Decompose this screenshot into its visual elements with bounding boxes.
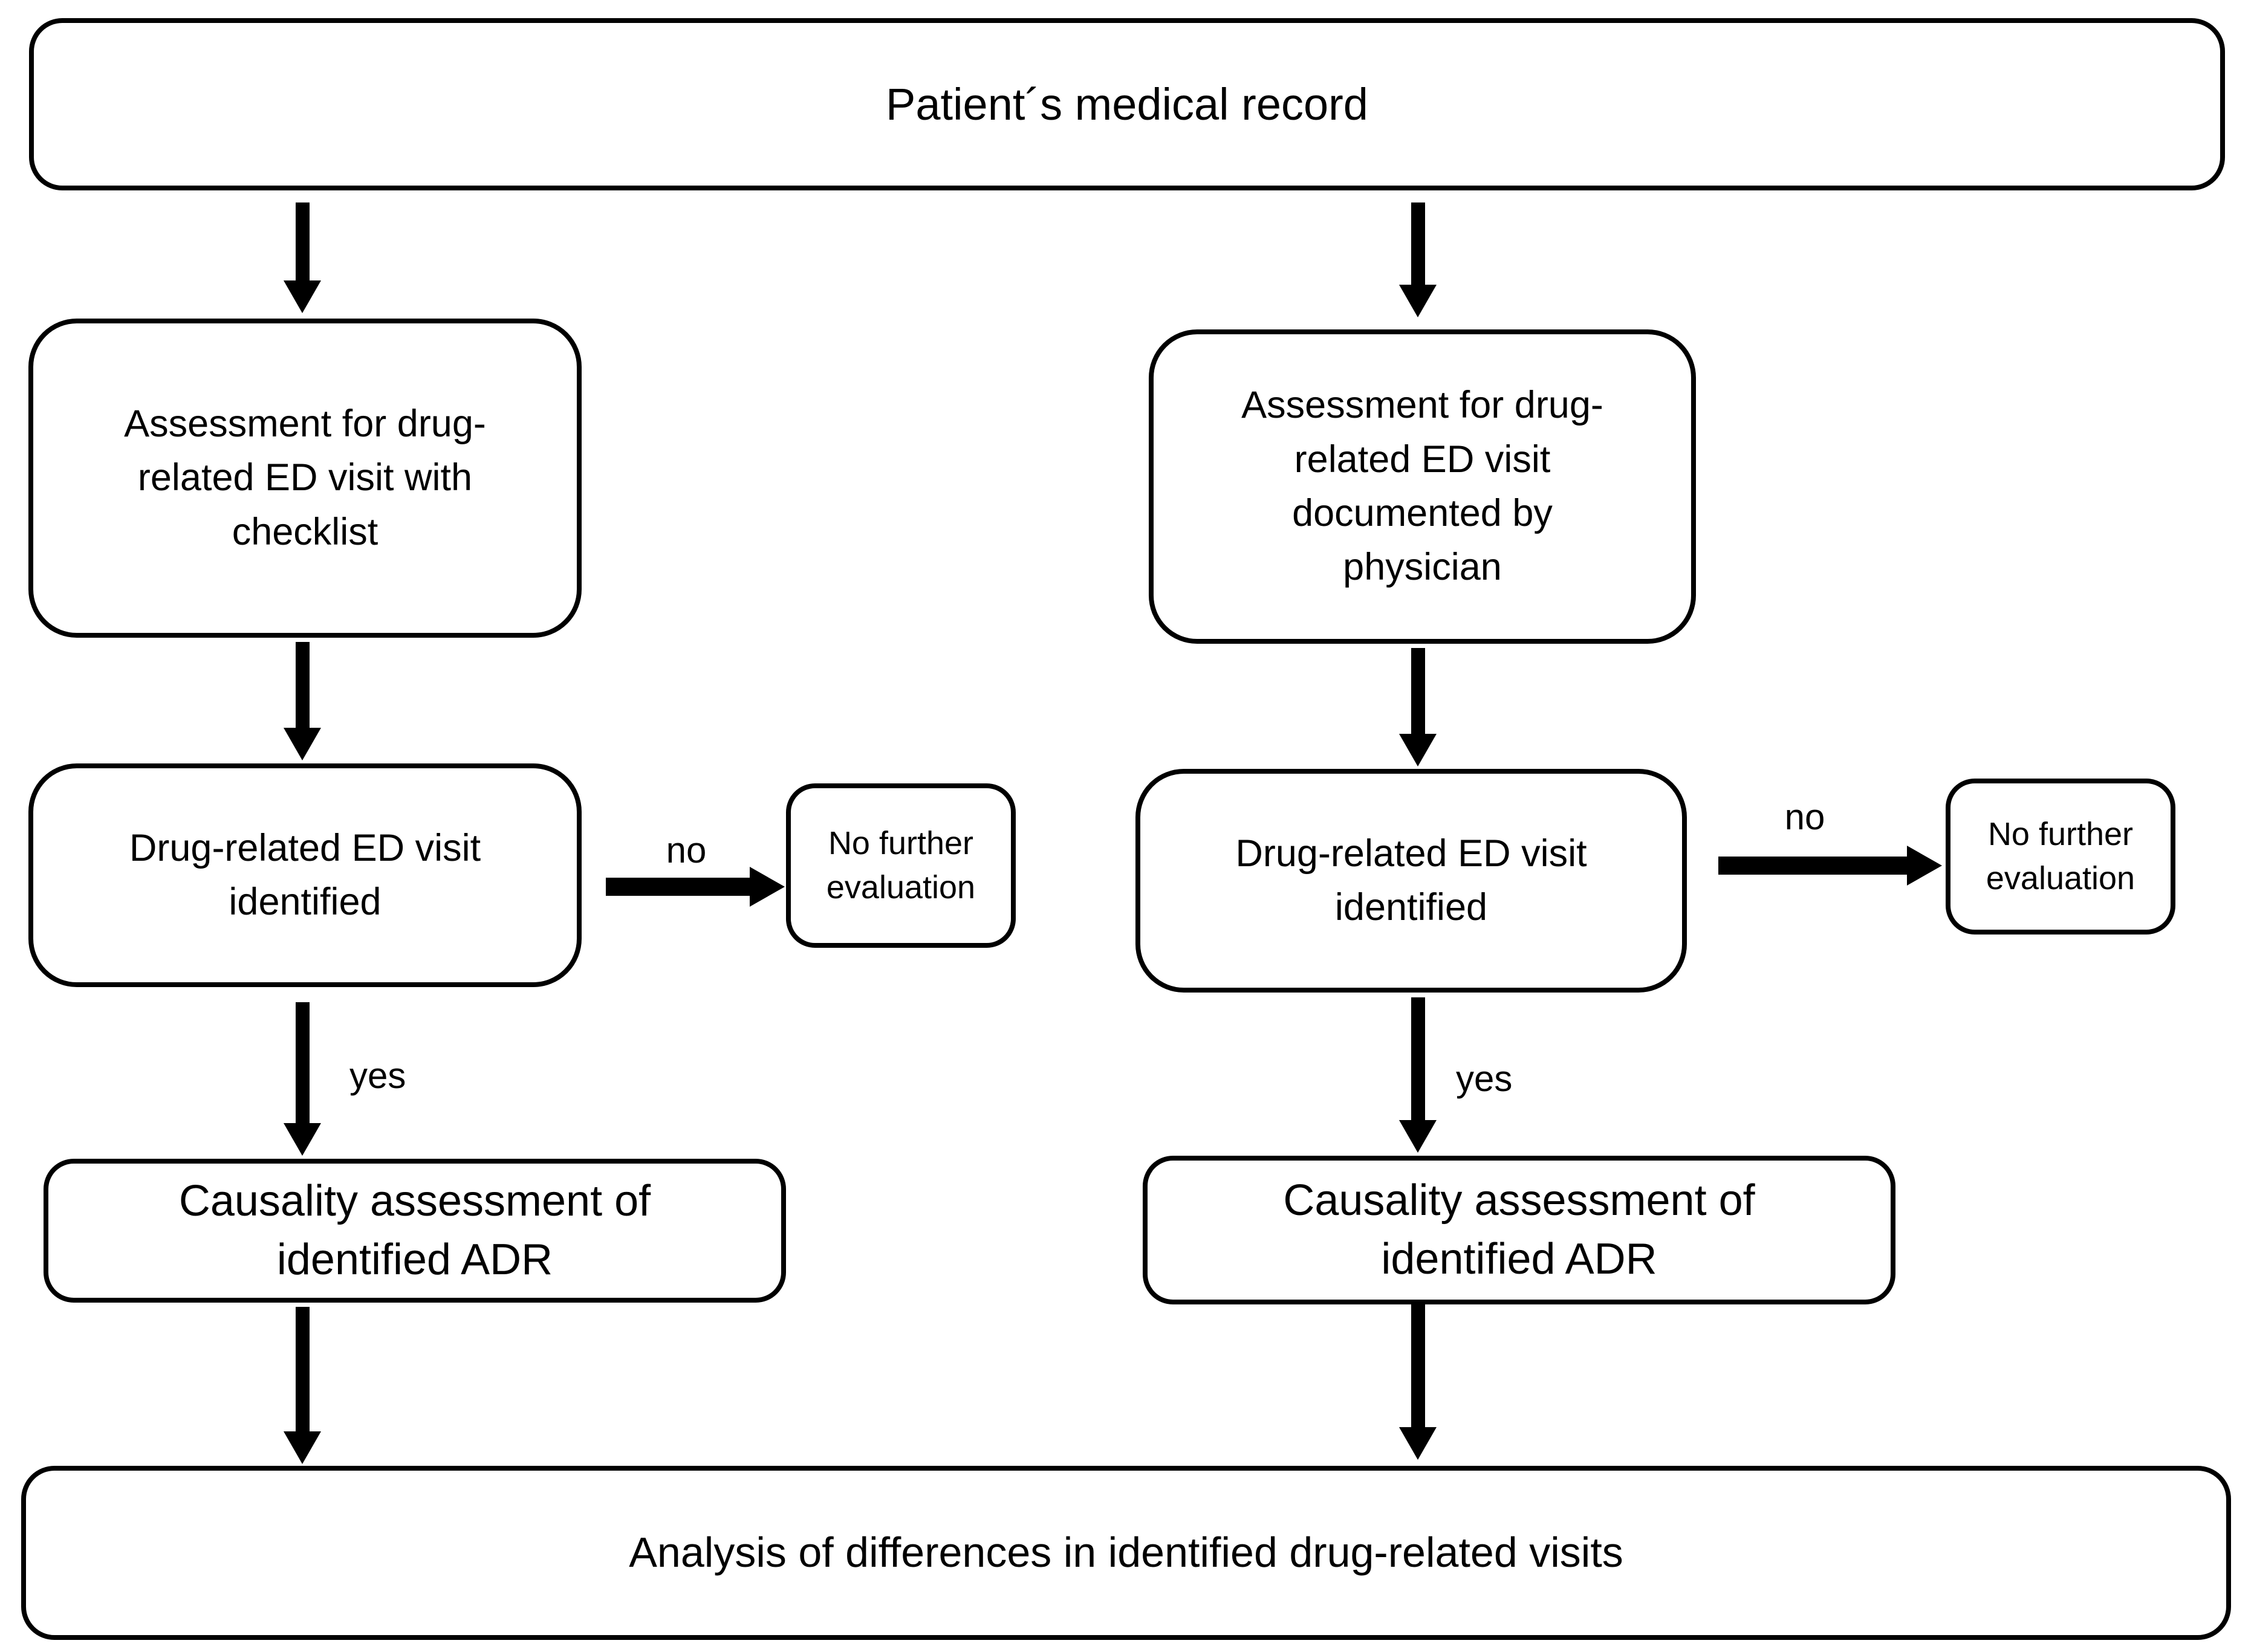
arrow-stem [295,1307,310,1431]
arrow-top-to-right-assessment [1399,202,1437,317]
arrowhead-down-icon [284,280,321,313]
arrowhead-down-icon [284,728,321,760]
arrow-right-no [1718,846,1942,886]
arrow-stem [606,878,750,896]
box-left-no-further-label: No further evaluation [826,825,976,905]
box-right-causality-assessment: Causality assessment of identified ADR [1143,1156,1895,1304]
arrowhead-down-icon [1399,285,1437,317]
arrow-right-yes [1399,997,1437,1153]
box-left-identified-label: Drug-related ED visit identified [129,826,481,923]
box-right-no-further-label: No further evaluation [1986,816,2135,896]
arrow-stem [1718,857,1907,875]
box-patient-medical-record: Patient´s medical record [29,18,2225,190]
box-left-no-further-evaluation: No further evaluation [786,783,1016,948]
arrowhead-down-icon [1399,734,1437,766]
arrow-stem [1411,1303,1425,1427]
arrowhead-down-icon [284,1123,321,1156]
box-patient-medical-record-label: Patient´s medical record [886,79,1368,129]
arrow-stem [1411,648,1425,734]
edge-label-yes-left: yes [349,1055,406,1096]
arrowhead-right-icon [750,867,785,907]
arrowhead-right-icon [1907,846,1942,886]
box-left-drug-related-identified: Drug-related ED visit identified [28,763,582,987]
arrow-stem [1411,997,1425,1120]
arrow-left-yes [284,1002,321,1156]
edge-label-no-right: no [1784,797,1825,837]
box-left-causality-assessment: Causality assessment of identified ADR [44,1159,786,1303]
edge-label-no-left: no [666,830,707,870]
box-right-drug-related-identified: Drug-related ED visit identified [1135,769,1687,993]
arrow-left-no [606,867,785,907]
arrow-left-assessment-to-identified [284,642,321,760]
arrow-stem [295,202,310,280]
box-analysis-label: Analysis of differences in identified dr… [629,1529,1623,1576]
box-analysis-of-differences: Analysis of differences in identified dr… [21,1466,2231,1640]
box-right-causality-label: Causality assessment of identified ADR [1283,1176,1755,1283]
arrow-stem [295,642,310,728]
arrow-right-causality-to-analysis [1399,1303,1437,1460]
arrow-right-assessment-to-identified [1399,648,1437,766]
box-left-assessment-checklist: Assessment for drug-related ED visit wit… [28,319,582,638]
box-right-no-further-evaluation: No further evaluation [1946,779,2175,935]
arrow-stem [1411,202,1425,285]
box-left-causality-label: Causality assessment of identified ADR [178,1176,651,1284]
edge-label-yes-right: yes [1456,1058,1513,1099]
box-left-assessment-label: Assessment for drug-related ED visit wit… [124,402,486,553]
arrow-left-causality-to-analysis [284,1307,321,1464]
box-right-identified-label: Drug-related ED visit identified [1235,832,1587,928]
arrow-top-to-left-assessment [284,202,321,313]
box-right-assessment-physician: Assessment for drug-related ED visit doc… [1149,329,1696,644]
arrowhead-down-icon [1399,1427,1437,1460]
box-right-assessment-label: Assessment for drug-related ED visit doc… [1241,384,1603,589]
arrowhead-down-icon [284,1431,321,1464]
arrowhead-down-icon [1399,1120,1437,1153]
arrow-stem [295,1002,310,1123]
